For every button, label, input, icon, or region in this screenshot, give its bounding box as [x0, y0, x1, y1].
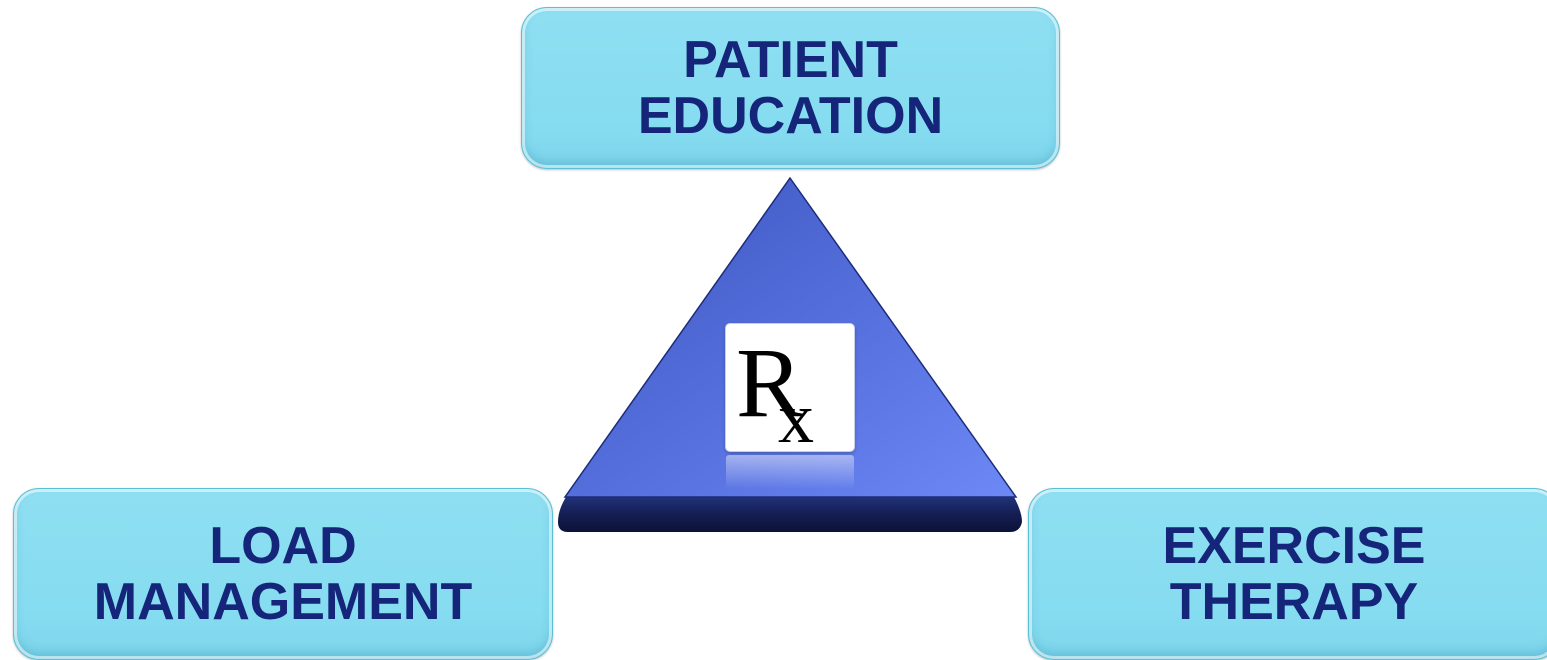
exercise-therapy-box: EXERCISE THERAPY	[1028, 488, 1547, 660]
rx-icon: R x	[726, 324, 854, 458]
exercise-therapy-line2: THERAPY	[1169, 573, 1419, 631]
rx-icon-reflection: x	[726, 455, 854, 489]
triangle-base	[558, 497, 1022, 532]
load-management-line2: MANAGEMENT	[93, 573, 473, 631]
load-management-box: LOAD MANAGEMENT	[13, 488, 553, 660]
patient-education-line1: PATIENT	[683, 31, 898, 89]
svg-text:x: x	[778, 473, 814, 489]
patient-education-line2: EDUCATION	[637, 87, 944, 145]
svg-text:R: R	[736, 327, 803, 438]
svg-text:x: x	[778, 378, 814, 451]
exercise-therapy-line1: EXERCISE	[1162, 517, 1426, 575]
patient-education-box: PATIENT EDUCATION	[521, 7, 1060, 169]
load-management-line1: LOAD	[209, 517, 357, 575]
